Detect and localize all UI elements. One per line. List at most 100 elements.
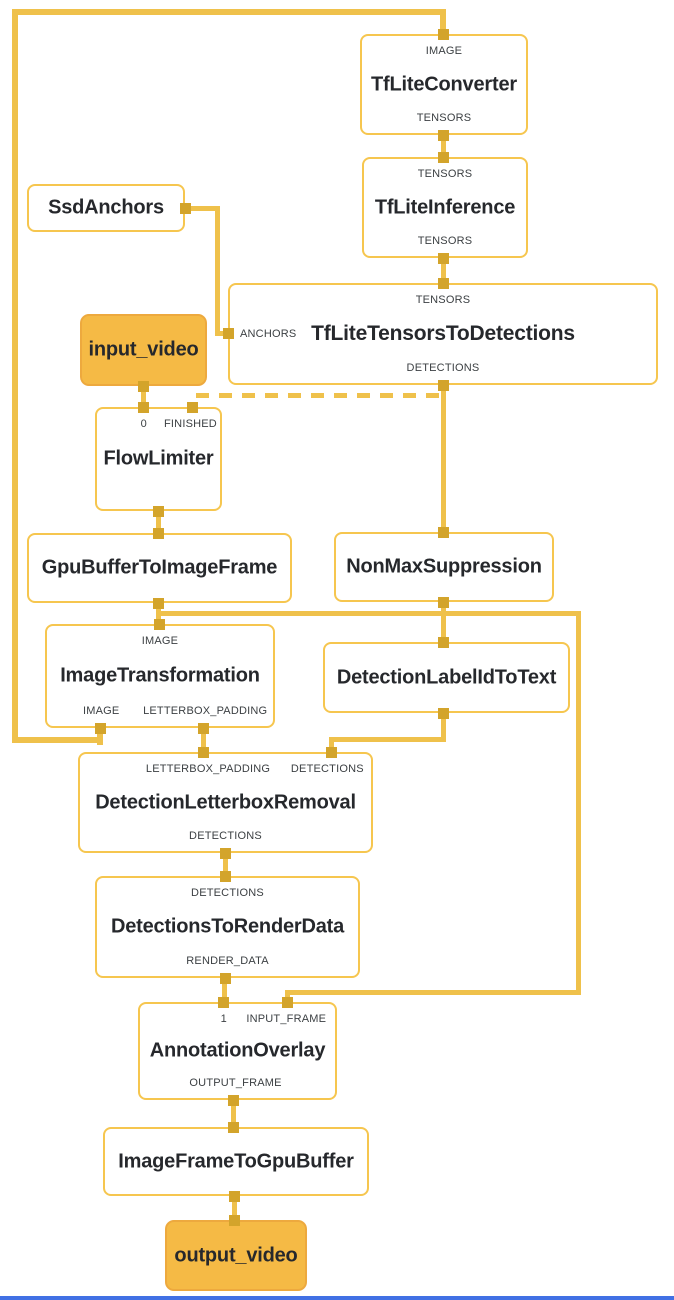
edge-gpubuffer-to-annotationoverlay (155, 611, 581, 616)
port-label-image-in: IMAGE (425, 45, 463, 57)
port-label-anchors-in: ANCHORS (240, 328, 297, 340)
node-gpu-buffer-to-image-frame[interactable]: GpuBufferToImageFrame (27, 533, 292, 603)
edge-imagetransformation-to-tfliteconverter (440, 9, 446, 37)
port-detectionstorenderdata-in (219, 870, 231, 882)
edge-letterboxpadding (200, 726, 206, 754)
port-labelidtotext-in (437, 636, 449, 648)
node-title: ImageFrameToGpuBuffer (118, 1150, 354, 1172)
edge-detections-to-finished-dashed (196, 393, 446, 398)
node-non-max-suppression[interactable]: NonMaxSuppression (334, 532, 554, 602)
port-annotationoverlay-inputframe (281, 996, 293, 1008)
port-label-output-frame-out: OUTPUT_FRAME (189, 1077, 282, 1089)
port-tfliteconverter-tensors (437, 129, 449, 141)
port-letterboxremoval-detections-out (219, 847, 231, 859)
port-nonmax-in (437, 526, 449, 538)
port-ssdanchors-out (179, 202, 191, 214)
edge-labelidtotext-to-letterboxremoval (328, 737, 334, 754)
node-detection-label-id-to-text[interactable]: DetectionLabelIdToText (323, 642, 570, 713)
port-tfliteinference-tensors-in (437, 151, 449, 163)
edge-ssdanchors-to-anchors (185, 206, 220, 211)
edge-ssdanchors-to-anchors (215, 206, 220, 333)
port-annotationoverlay-1 (217, 996, 229, 1008)
port-label-detections-out: DETECTIONS (189, 830, 262, 842)
node-title: FlowLimiter (103, 447, 214, 470)
node-title: ImageTransformation (60, 664, 260, 687)
node-detections-to-render-data[interactable]: DETECTIONS DetectionsToRenderData RENDER… (95, 876, 360, 978)
edge-tfliteconverter-to-tfliteinference (440, 133, 446, 159)
node-title: input_video (88, 338, 199, 361)
node-output-video[interactable]: output_video (165, 1220, 307, 1291)
edge-gpubuffer-to-annotationoverlay (285, 990, 578, 995)
port-label-tensors-out: TENSORS (417, 235, 473, 247)
node-title: DetectionLabelIdToText (336, 666, 557, 688)
port-label-image-in: IMAGE (141, 635, 179, 647)
node-title: DetectionsToRenderData (110, 915, 345, 938)
port-label-render-data-out: RENDER_DATA (186, 955, 269, 967)
port-nonmax-out (437, 596, 449, 608)
node-detection-letterbox-removal[interactable]: LETTERBOX_PADDING DETECTIONS DetectionLe… (78, 752, 373, 853)
node-image-frame-to-gpu-buffer[interactable]: ImageFrameToGpuBuffer (103, 1127, 369, 1196)
port-tensorstodetections-detections (437, 379, 449, 391)
edge-imageframetogpubuffer-to-outputvideo (231, 1194, 237, 1222)
node-title: AnnotationOverlay (149, 1039, 326, 1062)
port-label-detections-in: DETECTIONS (290, 763, 364, 775)
node-title: SsdAnchors (48, 196, 164, 219)
port-labelidtotext-out (437, 707, 449, 719)
port-label-tensors-in: TENSORS (417, 168, 473, 180)
port-letterboxremoval-detections-in (325, 746, 337, 758)
node-image-transformation[interactable]: IMAGE ImageTransformation IMAGE LETTERBO… (45, 624, 275, 728)
port-label-tensors-in: TENSORS (415, 294, 471, 306)
node-tflite-converter[interactable]: IMAGE TfLiteConverter TENSORS (360, 34, 528, 135)
port-tfliteinference-tensors-out (437, 252, 449, 264)
edge-nonmax-to-labelidtotext (440, 600, 446, 644)
horizontal-scrollbar[interactable] (0, 1296, 674, 1300)
port-tfliteconverter-image (437, 28, 449, 40)
node-title: GpuBufferToImageFrame (41, 556, 278, 579)
node-title: TfLiteConverter (371, 73, 517, 95)
edge-tfliteinference-to-tensorstodetections (440, 256, 446, 285)
port-imageframetogpubuffer-in (227, 1121, 239, 1133)
node-title: DetectionLetterboxRemoval (95, 791, 356, 813)
port-flowlimiter-out (152, 505, 164, 517)
port-inputvideo-out (137, 380, 149, 392)
port-label-letterbox-padding-out: LETTERBOX_PADDING (143, 705, 268, 717)
port-imagetransformation-image-in (153, 618, 165, 630)
edge-annotationoverlay-to-imageframetogpubuffer (230, 1098, 236, 1129)
port-label-detections-out: DETECTIONS (406, 362, 480, 374)
port-label-input-frame-in: INPUT_FRAME (246, 1013, 327, 1025)
port-annotationoverlay-out (227, 1094, 239, 1106)
port-label-letterbox-padding-in: LETTERBOX_PADDING (145, 763, 271, 775)
port-label-image-out: IMAGE (83, 705, 120, 717)
port-label-finished-in: FINISHED (164, 418, 217, 430)
edge-renderdata-to-annotationoverlay (221, 976, 227, 1004)
port-label-1-in: 1 (220, 1013, 228, 1025)
port-letterboxremoval-letterbox-in (197, 746, 209, 758)
port-imagetransformation-image-out (94, 722, 106, 734)
node-tflite-tensors-to-detections[interactable]: TENSORS ANCHORS TfLiteTensorsToDetection… (228, 283, 658, 385)
port-gpubuffer-out (152, 597, 164, 609)
node-title: TfLiteInference (374, 196, 516, 218)
port-label-detections-in: DETECTIONS (191, 887, 264, 899)
edge-ssdanchors-to-anchors (215, 331, 229, 336)
port-gpubuffer-in (152, 527, 164, 539)
port-outputvideo-in (228, 1214, 240, 1226)
port-flowlimiter-finished (186, 401, 198, 413)
edge-imagetransformation-to-tfliteconverter (12, 9, 446, 15)
node-title: output_video (174, 1244, 298, 1266)
node-tflite-inference[interactable]: TENSORS TfLiteInference TENSORS (362, 157, 528, 258)
node-flow-limiter[interactable]: 0 FINISHED FlowLimiter (95, 407, 222, 511)
edge-imagetransformation-to-tfliteconverter (12, 9, 18, 743)
edge-letterboxremoval-to-renderdata (222, 851, 228, 878)
node-annotation-overlay[interactable]: 1 INPUT_FRAME AnnotationOverlay OUTPUT_F… (138, 1002, 337, 1100)
node-input-video[interactable]: input_video (80, 314, 207, 386)
edge-gpubuffer-to-annotationoverlay (575, 611, 581, 995)
edge-detections-to-nonmaxsuppression (440, 383, 446, 534)
node-ssd-anchors[interactable]: SsdAnchors (27, 184, 185, 232)
edge-inputvideo-to-flowlimiter (140, 384, 146, 409)
edge-labelidtotext-to-letterboxremoval (328, 737, 446, 742)
port-tensorstodetections-tensors (437, 277, 449, 289)
port-imagetransformation-letterbox-out (197, 722, 209, 734)
port-label-tensors-out: TENSORS (416, 112, 472, 124)
edge-labelidtotext-to-letterboxremoval (440, 711, 446, 740)
